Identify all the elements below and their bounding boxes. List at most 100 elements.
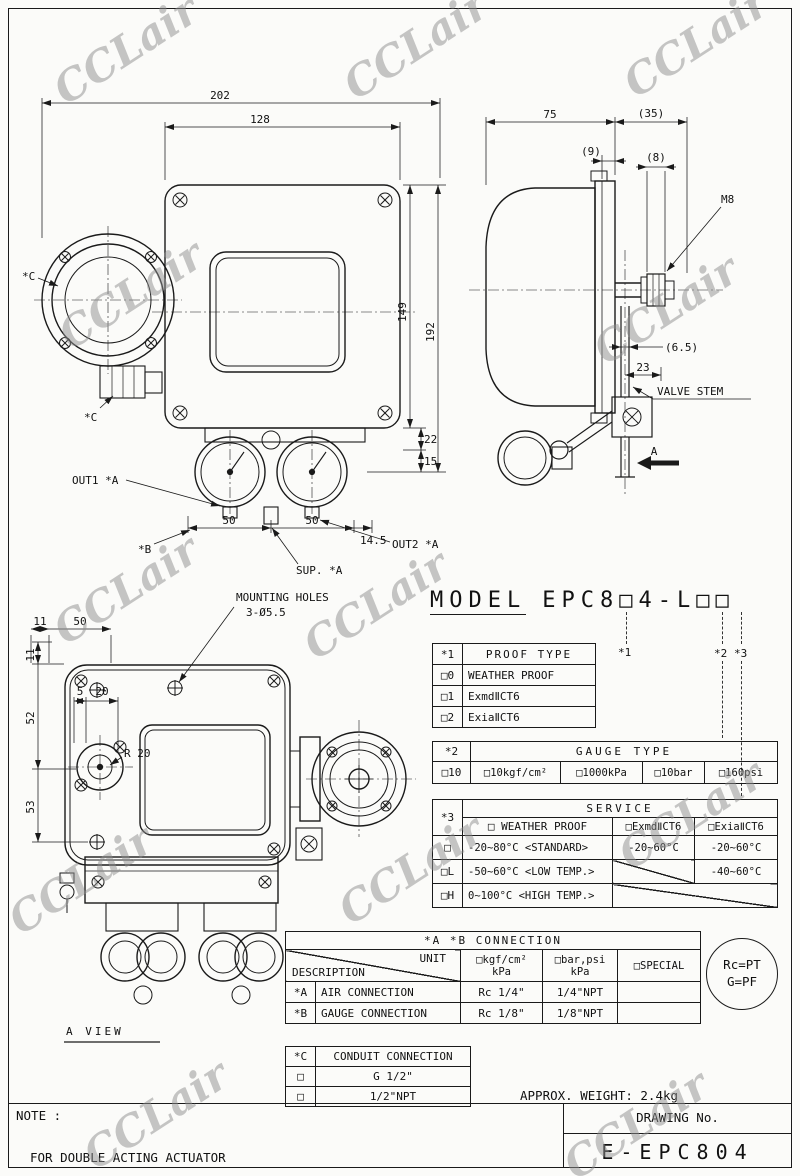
side-view-leader-lines bbox=[632, 206, 751, 400]
service-title-cell: SERVICE bbox=[462, 799, 778, 818]
unit-col-line: kPa bbox=[492, 965, 511, 978]
service-temp-range: -20~60°C bbox=[694, 835, 778, 860]
connection-row-value: 1/8"NPT bbox=[542, 1002, 618, 1024]
mounting-holes-and-screws bbox=[74, 674, 392, 889]
weight-note: APPROX. WEIGHT: 2.4kg bbox=[520, 1088, 679, 1103]
positioner-body-side bbox=[485, 170, 675, 486]
connection-table: *A *B CONNECTION UNIT DESCRIPTION □kgf/c… bbox=[285, 931, 701, 1024]
dim-11-top: 11 bbox=[33, 615, 46, 628]
model-ref3-leader bbox=[741, 612, 742, 644]
proof-title-cell: PROOF TYPE bbox=[462, 643, 596, 665]
unit-col-line: □kgf/cm² bbox=[476, 953, 527, 966]
top-view-drawing: MOUNTING HOLES 3-Ø5.5 11 50 11 52 53 5 2… bbox=[24, 591, 416, 1043]
unit-col-bar: □bar,psi kPa bbox=[542, 949, 618, 982]
connection-row-value: 1/4"NPT bbox=[542, 981, 618, 1003]
section-arrow bbox=[637, 456, 679, 470]
connection-row-value: Rc 1/8" bbox=[460, 1002, 543, 1024]
label-c-bottom: *C bbox=[84, 411, 97, 424]
service-row-key: □ bbox=[432, 835, 463, 860]
service-col-weather: □ WEATHER PROOF bbox=[462, 817, 613, 836]
conduit-option-value: 1/2"NPT bbox=[315, 1086, 471, 1107]
model-ref3: *3 bbox=[734, 647, 748, 660]
service-col-exia: □ExiaⅡCT6 bbox=[694, 817, 778, 836]
service-temp-range: -20~60°C bbox=[612, 835, 695, 860]
conduit-title-cell: CONDUIT CONNECTION bbox=[315, 1046, 471, 1067]
dim-50: 50 bbox=[73, 615, 86, 628]
title-block-divider bbox=[563, 1103, 564, 1168]
drawing-number: E-EPC804 bbox=[601, 1140, 754, 1164]
dim-202: 202 bbox=[210, 89, 230, 102]
unit-col-line: □bar,psi bbox=[554, 953, 606, 966]
label-m8: M8 bbox=[721, 193, 734, 206]
dim-35: (35) bbox=[638, 107, 665, 120]
conduit-option-value: G 1/2" bbox=[315, 1066, 471, 1087]
not-applicable-cell bbox=[612, 859, 695, 884]
connection-row-desc: AIR CONNECTION bbox=[315, 981, 461, 1003]
model-designation: MODEL EPC8□4-L□□ bbox=[430, 588, 735, 615]
connection-row-key: *B bbox=[285, 1002, 316, 1024]
label-section-a: A bbox=[651, 445, 658, 458]
label-mounting-holes: MOUNTING HOLES bbox=[236, 591, 329, 604]
dim-52: 52 bbox=[24, 711, 37, 724]
proof-type-table: *1 PROOF TYPE □0 WEATHER PROOF □1 ExmdⅡC… bbox=[432, 643, 596, 728]
dim-9: (9) bbox=[581, 145, 601, 158]
conduit-option-key: □ bbox=[285, 1066, 316, 1087]
side-view-dimension-lines bbox=[485, 117, 688, 381]
thread-standard-note: Rc=PT G=PF bbox=[706, 938, 778, 1010]
top-view-leader-lines bbox=[109, 606, 235, 766]
service-row-key: □H bbox=[432, 883, 463, 908]
service-table: *3 SERVICE □ WEATHER PROOF □ExmdⅡCT6 □Ex… bbox=[432, 799, 778, 908]
gauge-title-cell: GAUGE TYPE bbox=[470, 741, 778, 762]
gauge-ref-cell: *2 bbox=[432, 741, 471, 762]
front-view-drawing: 202 128 149 192 22 15 50 50 14.5 *C *C O… bbox=[22, 89, 446, 577]
connection-row-key: *A bbox=[285, 981, 316, 1003]
service-temp-range: -50~60°C <LOW TEMP.> bbox=[462, 859, 613, 884]
center-lines bbox=[34, 226, 416, 514]
dim-6-5: (6.5) bbox=[665, 341, 698, 354]
model-ref2: *2 bbox=[714, 647, 728, 660]
dim-14-5: 14.5 bbox=[360, 534, 387, 547]
model-code: EPC8□4-L□□ bbox=[542, 588, 735, 613]
description-label: DESCRIPTION bbox=[292, 966, 365, 979]
dim-75: 75 bbox=[543, 108, 556, 121]
gauge-option: □10kgf/cm² bbox=[470, 761, 561, 784]
service-ref-cell: *3 bbox=[432, 799, 463, 836]
label-sup: SUP. *A bbox=[296, 564, 343, 577]
service-temp-range: 0~100°C <HIGH TEMP.> bbox=[462, 883, 613, 908]
connection-row-value: Rc 1/4" bbox=[460, 981, 543, 1003]
model-ref1: *1 bbox=[618, 646, 632, 659]
note-label: NOTE : bbox=[16, 1108, 62, 1123]
dim-192: 192 bbox=[424, 322, 437, 342]
a-view-title: A VIEW bbox=[66, 1025, 124, 1038]
dim-53: 53 bbox=[24, 800, 37, 813]
front-view-leader-lines bbox=[37, 277, 391, 565]
drawing-no-label: DRAWING No. bbox=[636, 1110, 719, 1125]
conduit-ref-cell: *C bbox=[285, 1046, 316, 1067]
proof-option-key: □0 bbox=[432, 664, 463, 686]
label-r20: R 20 bbox=[124, 747, 151, 760]
side-view-drawing: 75 (35) (9) (8) (6.5) 23 M8 VALVE STEM A bbox=[469, 107, 751, 495]
dim-128: 128 bbox=[250, 113, 270, 126]
dim-50-left: 50 bbox=[222, 514, 235, 527]
proof-option-key: □2 bbox=[432, 706, 463, 728]
ref3-table-leader bbox=[741, 661, 742, 796]
gauge-key-cell: □10 bbox=[432, 761, 471, 784]
note-text: FOR DOUBLE ACTING ACTUATOR bbox=[30, 1150, 226, 1165]
conduit-connection-table: *C CONDUIT CONNECTION □ G 1/2" □ 1/2"NPT bbox=[285, 1046, 471, 1107]
dim-50-right: 50 bbox=[305, 514, 318, 527]
label-out1: OUT1 *A bbox=[72, 474, 119, 487]
service-temp-range: -20~80°C <STANDARD> bbox=[462, 835, 613, 860]
model-label: MODEL bbox=[430, 588, 527, 615]
connection-row-value bbox=[617, 1002, 701, 1024]
thread-note-line: G=PF bbox=[726, 974, 758, 989]
model-ref2-leader bbox=[722, 612, 723, 644]
proof-ref-cell: *1 bbox=[432, 643, 463, 665]
unit-col-line: kPa bbox=[570, 965, 590, 978]
dim-15: 15 bbox=[424, 455, 437, 468]
gauge-option: □10bar bbox=[642, 761, 705, 784]
gauge-option: □160psi bbox=[704, 761, 778, 784]
footer-divider bbox=[8, 1103, 792, 1104]
ref2-table-leader bbox=[722, 661, 723, 738]
title-block-inner-divider bbox=[563, 1133, 792, 1134]
